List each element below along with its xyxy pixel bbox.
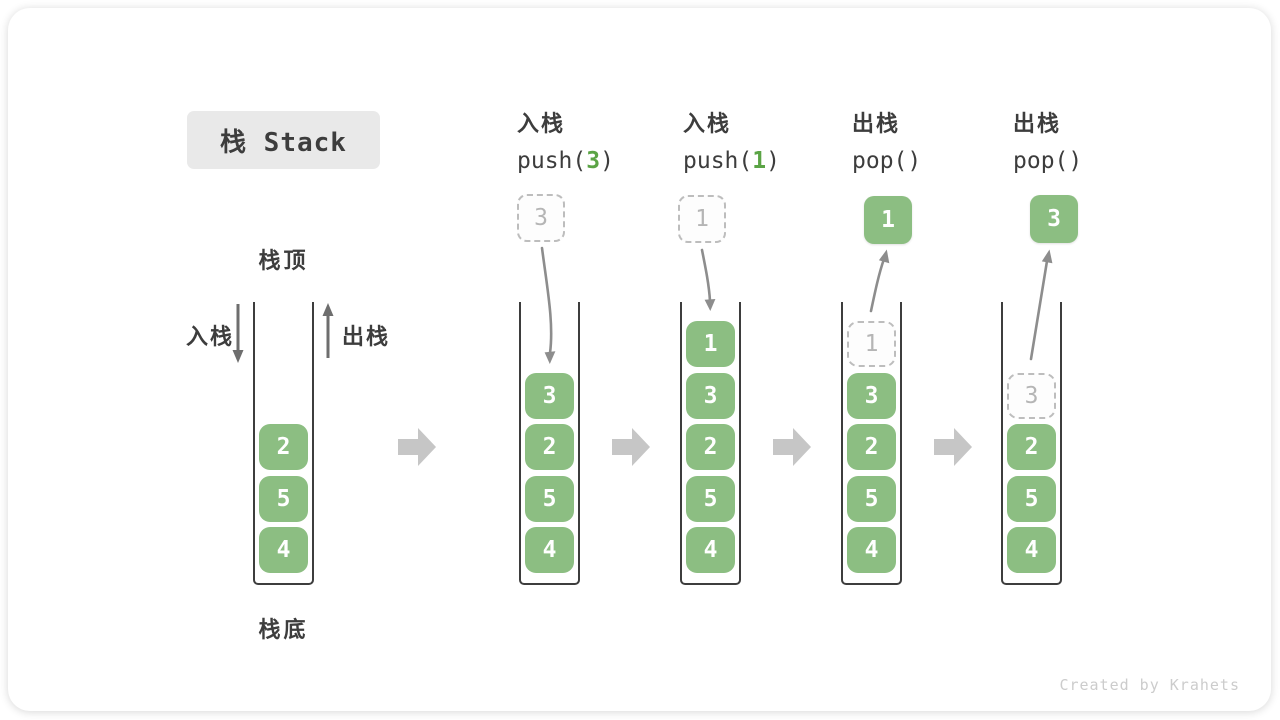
stack-cell: 2: [1007, 424, 1056, 470]
stack-container: 1 3 2 5 4: [841, 302, 902, 585]
pop-side-label: 出栈: [342, 324, 391, 349]
operation-header: 出栈 pop(): [1013, 106, 1082, 174]
stack-cell: 2: [525, 424, 574, 470]
stack-cell: 4: [1007, 527, 1056, 573]
popped-placeholder-cell: 3: [1007, 372, 1056, 419]
stack-cell: 5: [525, 475, 574, 522]
stack-container: 2 5 4: [253, 302, 314, 585]
operation-name: 出栈: [852, 111, 901, 136]
floating-value-box: 3: [1030, 195, 1078, 243]
operation-code: push(1): [683, 148, 780, 174]
stack-cell: 3: [686, 372, 735, 419]
operation-code: pop(): [1013, 148, 1082, 174]
stack-cell: 1: [686, 321, 735, 367]
operation-header: 入栈 push(3): [517, 106, 614, 174]
code-arg: 3: [586, 148, 601, 174]
operation-name: 入栈: [517, 111, 566, 136]
floating-value-box: 1: [864, 196, 912, 244]
floating-value: 3: [1047, 206, 1061, 232]
operation-header: 入栈 push(1): [683, 106, 780, 174]
stack-cell: 4: [686, 527, 735, 573]
code-pre: pop(): [1013, 148, 1083, 174]
push-side-label: 入栈: [186, 324, 235, 349]
watermark: Created by Krahets: [1059, 676, 1240, 694]
stack-cell: 4: [259, 527, 308, 573]
floating-value: 3: [534, 205, 548, 231]
code-pre: push(: [517, 148, 587, 174]
stack-cell: 3: [525, 372, 574, 419]
title-text: 栈 Stack: [220, 127, 347, 158]
stack-container: 1 3 2 5 4: [680, 302, 741, 585]
floating-value: 1: [695, 206, 709, 232]
stack-cell: 3: [847, 372, 896, 419]
stack-cell: 4: [525, 527, 574, 573]
stack-cell: 5: [259, 475, 308, 522]
operation-name: 入栈: [683, 111, 732, 136]
operation-header: 出栈 pop(): [852, 106, 921, 174]
stack-cell: 5: [1007, 475, 1056, 522]
operation-code: pop(): [852, 148, 921, 174]
code-pre: pop(): [852, 148, 922, 174]
code-arg: 1: [752, 148, 767, 174]
popped-placeholder-cell: 1: [847, 321, 896, 367]
code-post: ): [766, 148, 780, 174]
stack-cell: 2: [259, 424, 308, 470]
floating-value-box: 3: [517, 194, 565, 242]
stack-container: 3 2 5 4: [1001, 302, 1062, 585]
stack-container: 3 2 5 4: [519, 302, 580, 585]
stack-cell: 4: [847, 527, 896, 573]
stack-bottom-label: 栈底: [258, 617, 309, 642]
operation-code: push(3): [517, 148, 614, 174]
title-box: 栈 Stack: [187, 111, 380, 169]
code-post: ): [600, 148, 614, 174]
stack-cell: 5: [847, 475, 896, 522]
code-pre: push(: [683, 148, 753, 174]
stack-cell: 2: [847, 424, 896, 470]
floating-value-box: 1: [678, 195, 726, 243]
stack-top-label: 栈顶: [258, 248, 309, 273]
floating-value: 1: [881, 207, 895, 233]
stack-cell: 5: [686, 475, 735, 522]
operation-name: 出栈: [1013, 111, 1062, 136]
stack-cell: 2: [686, 424, 735, 470]
